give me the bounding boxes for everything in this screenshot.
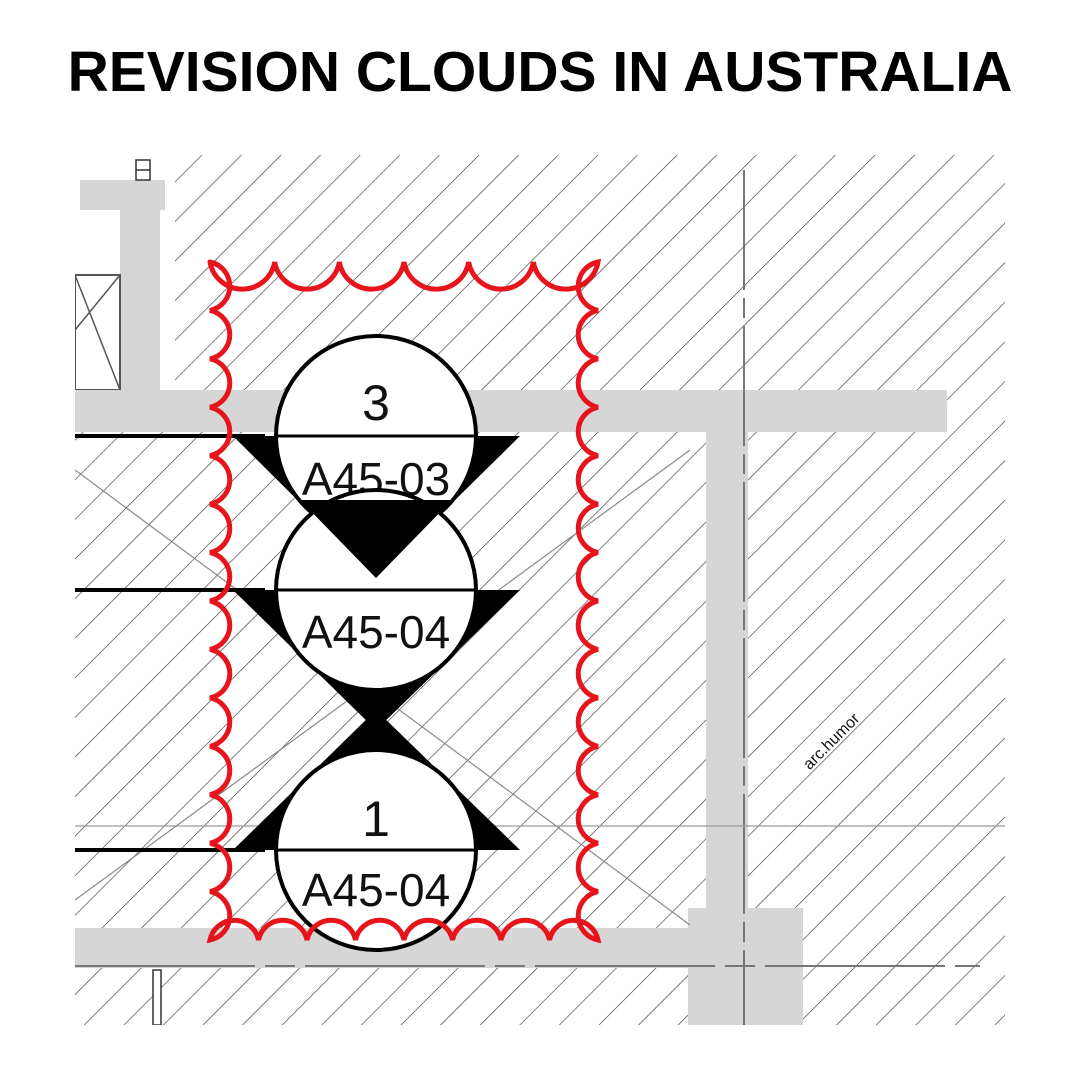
overlap-arrow	[300, 500, 452, 578]
wall-top	[75, 390, 947, 432]
wall-vertical	[706, 390, 748, 910]
drawing-area	[75, 155, 1005, 1025]
section-number: 3	[362, 375, 390, 431]
page-title: REVISION CLOUDS IN AUSTRALIA	[67, 40, 1013, 104]
sheet-reference: A45-04	[302, 606, 450, 658]
section-tag-1: 1 A45-04	[274, 748, 478, 952]
wall-post	[120, 180, 160, 390]
sheet-reference: A45-04	[302, 864, 450, 916]
section-tag-3: 3 A45-03	[274, 334, 478, 538]
revision-cloud	[206, 258, 602, 944]
section-number: 1	[362, 791, 390, 847]
section-tag-a45-04-upper: A45-04	[274, 488, 478, 692]
